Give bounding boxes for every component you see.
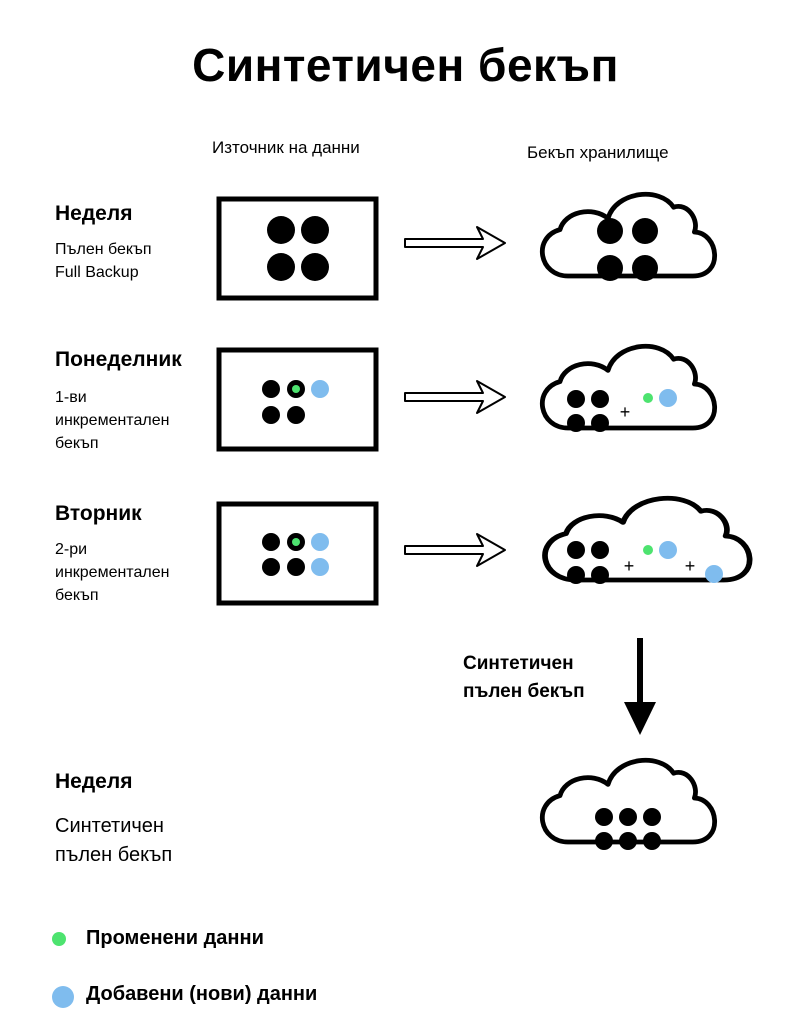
row-2-source-box: [216, 347, 379, 452]
row-3-description: 2-ри инкрементален бекъп: [55, 538, 169, 607]
legend-added-label: Добавени (нови) данни: [86, 983, 318, 1005]
changed-data-block: [643, 545, 653, 555]
arrow-down-icon: [624, 638, 656, 735]
cloud-4-contents: [595, 808, 661, 850]
data-block: [595, 808, 613, 826]
data-block: [262, 380, 280, 398]
data-block: [597, 218, 623, 244]
row-3-line-2: инкрементален: [55, 564, 170, 581]
data-block: [262, 558, 280, 576]
data-block: [301, 216, 329, 244]
data-block: [591, 414, 609, 432]
changed-data-marker: [292, 385, 300, 393]
data-block: [643, 832, 661, 850]
arrow-right-icon: [404, 380, 506, 414]
data-block: [632, 255, 658, 281]
final-description: Синтетичен пълен бекъп: [55, 812, 172, 870]
added-data-block: [659, 389, 677, 407]
data-block: [643, 808, 661, 826]
added-data-block: [311, 558, 329, 576]
page-title: Синтетичен бекъп: [192, 39, 619, 91]
synthetic-step-label: Синтетичен пълен бекъп: [463, 650, 585, 706]
final-line-2: пълен бекъп: [55, 844, 173, 866]
row-2-line-2: инкрементален: [55, 412, 170, 429]
row-3-line-3: бекъп: [55, 587, 99, 604]
changed-data-block: [643, 393, 653, 403]
added-data-block: [311, 380, 329, 398]
row-3-day: Вторник: [55, 502, 142, 525]
data-block: [567, 414, 585, 432]
synthetic-step-line-1: Синтетичен: [463, 653, 574, 674]
row-1-line-2: Full Backup: [55, 264, 139, 281]
synthetic-step-line-2: пълен бекъп: [463, 681, 585, 702]
added-data-block: [311, 533, 329, 551]
storage-column-header: Бекъп хранилище: [527, 143, 669, 162]
data-block: [595, 832, 613, 850]
data-block: [567, 566, 585, 584]
plus-sign: +: [620, 402, 631, 422]
data-block: [267, 216, 295, 244]
final-line-1: Синтетичен: [55, 815, 164, 837]
arrow-right-icon: [404, 533, 506, 567]
row-1-source-box: [216, 196, 379, 301]
green-dot-icon: [52, 932, 66, 946]
row-1-description: Пълен бекъп Full Backup: [55, 238, 152, 284]
source-frame: [216, 196, 379, 301]
row-2-line-1: 1-ви: [55, 389, 87, 406]
source-column-header: Източник на данни: [212, 138, 360, 157]
row-3-source-box: [216, 501, 379, 606]
final-day: Неделя: [55, 770, 133, 793]
data-block: [632, 218, 658, 244]
data-block: [287, 406, 305, 424]
row-3-line-1: 2-ри: [55, 541, 88, 558]
cloud-icon: [542, 760, 714, 842]
data-block: [267, 253, 295, 281]
row-1-line-1: Пълен бекъп: [55, 241, 152, 258]
data-block: [591, 566, 609, 584]
data-block: [301, 253, 329, 281]
arrow-right-icon: [404, 226, 506, 260]
cloud-icon: [542, 194, 714, 276]
data-block: [567, 541, 585, 559]
data-block: [597, 255, 623, 281]
cloud-3-contents: + +: [567, 541, 723, 584]
data-block: [591, 390, 609, 408]
changed-data-marker: [292, 538, 300, 546]
cloud-2-contents: +: [567, 389, 677, 432]
data-block: [619, 832, 637, 850]
added-data-block: [705, 565, 723, 583]
plus-sign: +: [624, 556, 635, 576]
data-block: [591, 541, 609, 559]
source-frame: [216, 347, 379, 452]
added-data-block: [659, 541, 677, 559]
data-block: [287, 558, 305, 576]
row-2-description: 1-ви инкрементален бекъп: [55, 386, 169, 455]
row-2-day: Понеделник: [55, 348, 182, 371]
data-block: [262, 406, 280, 424]
data-block: [619, 808, 637, 826]
row-1-day: Неделя: [55, 202, 133, 225]
plus-sign: +: [685, 556, 696, 576]
data-block: [567, 390, 585, 408]
source-frame: [216, 501, 379, 606]
legend-changed-label: Променени данни: [86, 927, 264, 949]
cloud-1-contents: [597, 218, 658, 281]
blue-dot-icon: [52, 986, 74, 1008]
data-block: [262, 533, 280, 551]
row-2-line-3: бекъп: [55, 435, 99, 452]
